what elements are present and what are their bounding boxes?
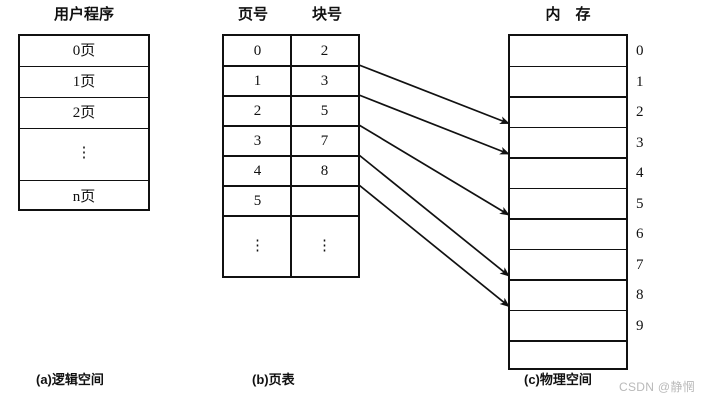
watermark-text: CSDN @静惘: [619, 380, 695, 394]
page-table-box: 0 2 1 3 2 5 3 7 4 8 5 ⋮ ⋮: [222, 34, 360, 278]
memory-frame-divider: [510, 96, 626, 98]
page-table-block-number-cell: 3: [291, 66, 358, 96]
memory-frame-row: [510, 97, 626, 128]
mapping-arrow-page-0-to-frame-2: [358, 64, 510, 125]
caption-logical-space: (a)逻辑空间: [36, 372, 104, 387]
memory-frame-index: 4: [636, 165, 644, 182]
mapping-arrow-page-2-to-frame-5: [358, 124, 510, 216]
page-table-row-divider: [224, 155, 358, 157]
memory-frame-row: [510, 250, 626, 281]
memory-frame-row: [510, 341, 626, 372]
page-table-block-number-cell-value: 5: [320, 102, 329, 119]
memory-frame-index: 5: [636, 195, 644, 212]
memory-frame-index: 1: [636, 73, 644, 90]
memory-frame-index: 2: [636, 104, 644, 121]
page-table-page-number-cell-value: ⋮: [250, 237, 265, 254]
memory-frame-divider: [510, 187, 626, 190]
page-table-block-number-cell-value: 2: [320, 42, 329, 59]
memory-frame-divider: [510, 309, 626, 312]
page-table-header-page-no: 页号: [237, 7, 268, 23]
logical-page-label: 1页: [72, 73, 96, 90]
memory-frame-divider: [510, 248, 626, 251]
memory-frame-divider: [510, 340, 626, 342]
page-table-page-number-cell-value: 0: [253, 42, 262, 59]
memory-frame-index: 8: [636, 287, 644, 304]
mapping-arrow-page-1-to-frame-3: [358, 94, 510, 155]
memory-frame-row: [510, 311, 626, 342]
logical-page-label: 2页: [72, 104, 96, 121]
memory-frame-row: [510, 280, 626, 311]
page-table-page-number-cell-value: 3: [253, 132, 262, 149]
memory-frame-row: [510, 128, 626, 159]
page-table-block-number-cell: [291, 186, 358, 216]
page-table-page-number-cell: 5: [224, 186, 291, 216]
page-table-row-divider: [224, 95, 358, 97]
logical-page-row: 0页: [20, 36, 148, 67]
page-table-block-number-cell: 5: [291, 96, 358, 126]
caption-physical-space: (c)物理空间: [524, 372, 592, 387]
page-table-row-divider: [224, 215, 358, 217]
memory-frame-row: [510, 158, 626, 189]
page-table-page-number-cell: 2: [224, 96, 291, 126]
page-table-page-number-cell: ⋮: [224, 216, 291, 276]
memory-frame-index: 9: [636, 317, 644, 334]
physical-space-box: [508, 34, 628, 370]
page-table-row-divider: [224, 125, 358, 127]
page-table-block-number-cell: 7: [291, 126, 358, 156]
memory-frame-row: [510, 219, 626, 250]
page-table-page-number-cell: 1: [224, 66, 291, 96]
memory-frame-row: [510, 36, 626, 67]
page-table-block-number-cell-value: 8: [320, 162, 329, 179]
logical-page-label: n页: [72, 188, 96, 205]
page-table-block-number-cell-value: ⋮: [317, 237, 332, 254]
memory-frame-index: 6: [636, 226, 644, 243]
memory-frame-divider: [510, 279, 626, 281]
page-table-page-number-cell-value: 4: [253, 162, 262, 179]
memory-frame-divider: [510, 157, 626, 159]
memory-frame-row: [510, 67, 626, 98]
logical-page-label: 0页: [72, 42, 96, 59]
page-table-block-number-cell: 8: [291, 156, 358, 186]
memory-frame-index: 0: [636, 43, 644, 60]
page-table-block-number-cell-value: 3: [320, 72, 329, 89]
page-table-page-number-cell-value: 1: [253, 72, 262, 89]
logical-page-row: ⋮: [20, 129, 148, 181]
logical-space-title: 用户程序: [53, 7, 114, 23]
logical-page-row: 2页: [20, 98, 148, 129]
physical-space-title: 内 存: [545, 7, 591, 23]
mapping-arrow-page-4-to-frame-8: [358, 184, 510, 308]
logical-page-row: 1页: [20, 67, 148, 98]
page-table-block-number-cell-value: 7: [320, 132, 329, 149]
logical-page-label: ⋮: [76, 145, 92, 161]
memory-frame-index: 7: [636, 256, 644, 273]
memory-frame-divider: [510, 65, 626, 68]
memory-frame-divider: [510, 126, 626, 129]
page-table-row-divider: [224, 65, 358, 67]
page-table-page-number-cell: 0: [224, 36, 291, 66]
caption-page-table: (b)页表: [252, 372, 295, 387]
page-table-page-number-cell: 3: [224, 126, 291, 156]
page-table-header-block-no: 块号: [311, 7, 342, 23]
memory-frame-row: [510, 189, 626, 220]
page-table-block-number-cell: ⋮: [291, 216, 358, 276]
page-table-page-number-cell-value: 2: [253, 102, 262, 119]
page-table-page-number-cell-value: 5: [253, 192, 262, 209]
logical-page-row: n页: [20, 181, 148, 213]
page-table-block-number-cell: 2: [291, 36, 358, 66]
memory-frame-index: 3: [636, 134, 644, 151]
page-table-row-divider: [224, 185, 358, 187]
logical-space-box: 0页 1页 2页 ⋮ n页: [18, 34, 150, 211]
page-table-page-number-cell: 4: [224, 156, 291, 186]
memory-frame-divider: [510, 218, 626, 220]
mapping-arrow-page-3-to-frame-7: [358, 154, 510, 277]
